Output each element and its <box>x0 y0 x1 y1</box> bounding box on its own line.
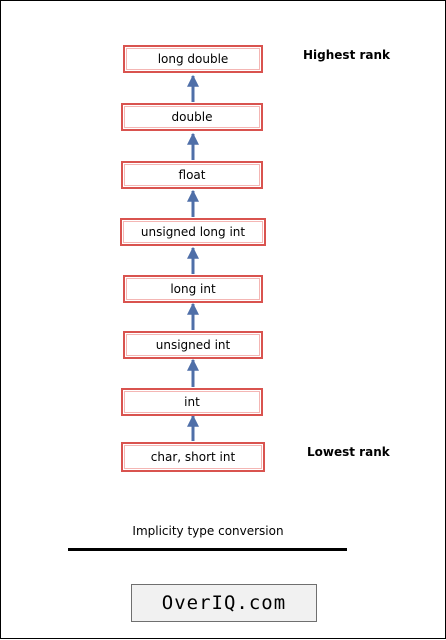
type-label: unsigned int <box>155 338 231 352</box>
type-box-long-int: long int <box>123 275 263 303</box>
logo-text: OverIQ.com <box>161 592 287 614</box>
site-logo: OverIQ.com <box>131 584 317 622</box>
type-box-unsigned-long-int: unsigned long int <box>120 218 266 246</box>
type-label: long double <box>157 52 229 66</box>
type-box-unsigned-int: unsigned int <box>123 331 263 359</box>
highest-rank-label: Highest rank <box>303 48 391 62</box>
type-box-int: int <box>121 388 263 416</box>
type-label: double <box>171 110 213 124</box>
lowest-rank-label: Lowest rank <box>307 445 390 459</box>
caption-underline <box>68 548 347 551</box>
type-label: unsigned long int <box>140 225 246 239</box>
type-label: int <box>184 395 200 409</box>
type-label: char, short int <box>150 450 236 464</box>
type-box-char-short-int: char, short int <box>121 442 265 472</box>
type-label: long int <box>170 282 216 296</box>
type-box-float: float <box>121 161 263 189</box>
diagram-caption: Implicity type conversion <box>132 524 284 538</box>
type-box-double: double <box>121 103 263 131</box>
type-label: float <box>178 168 206 182</box>
type-box-long-double: long double <box>123 45 263 73</box>
